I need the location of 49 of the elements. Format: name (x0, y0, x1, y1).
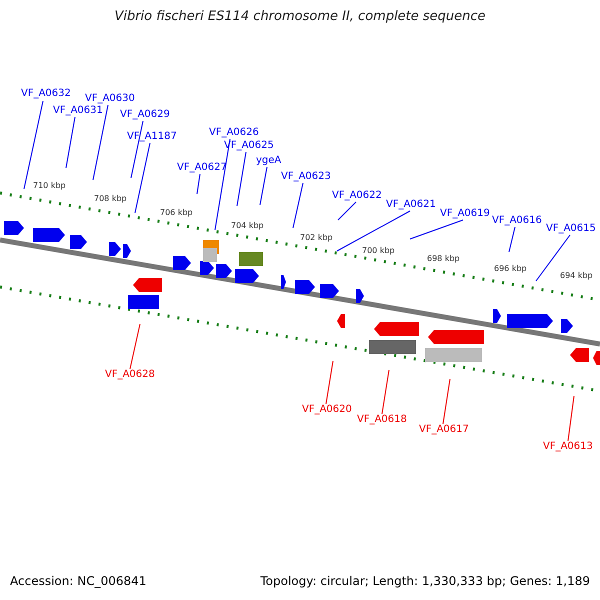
leader-line (292, 182, 304, 228)
gene-label: VF_A0630 (85, 93, 135, 105)
gene-label: VF_A0613 (543, 441, 593, 453)
gene-label: VF_A0620 (302, 404, 352, 416)
scale-label: 696 kbp (494, 264, 527, 273)
gene-label: VF_A0632 (21, 88, 71, 100)
gene-label: VF_A0617 (419, 424, 469, 436)
gene-label: VF_A0622 (332, 190, 382, 202)
scale-label: 700 kbp (362, 246, 395, 255)
gene-label: ygeA (256, 155, 282, 167)
gene-label: VF_A0628 (105, 369, 155, 381)
scale-label: 708 kbp (94, 194, 127, 203)
gene-label: VF_A0621 (386, 199, 436, 211)
scale-label: 702 kbp (300, 233, 333, 242)
leader-line (536, 234, 570, 282)
leader-line (338, 202, 356, 220)
gene-label: VF_A0631 (53, 105, 103, 117)
gene-label: VF_A0615 (546, 223, 596, 235)
gene-label: VF_A0616 (492, 215, 542, 227)
gene-label: VF_A0619 (440, 208, 490, 220)
leader-line (130, 324, 140, 370)
leader-line (66, 116, 76, 168)
leader-line (92, 104, 108, 180)
leader-line (196, 174, 200, 194)
scale-label: 694 kbp (560, 271, 593, 280)
gene-label: VF_A0623 (281, 171, 331, 183)
leader-line (336, 210, 410, 252)
leader-line (130, 120, 144, 178)
scale-label: 706 kbp (160, 208, 193, 217)
leader-line (326, 360, 334, 404)
gene-label: VF_A0618 (357, 414, 407, 426)
leader-line (382, 370, 390, 414)
leader-line (508, 226, 516, 252)
leader-line (134, 142, 150, 214)
scale-label: 698 kbp (427, 254, 460, 263)
leader-line (214, 138, 230, 230)
gene-label: VF_A0626 (209, 127, 259, 139)
genome-info-text: Topology: circular; Length: 1,330,333 bp; Genes: 1,189 (260, 575, 590, 587)
diagram-title: Vibrio fischeri ES114 chromosome II, complete sequence (113, 11, 487, 23)
gene-label: VF_A0629 (120, 109, 170, 121)
accession-text: Accession: NC_006841 (10, 575, 146, 587)
leader-line (442, 378, 450, 424)
leader-line (260, 166, 268, 206)
leader-line (410, 220, 464, 240)
scale-label: 704 kbp (231, 221, 264, 230)
leader-line (236, 152, 246, 206)
scale-label: 710 kbp (33, 181, 66, 190)
leader-line (24, 100, 44, 190)
leader-line (568, 396, 574, 442)
